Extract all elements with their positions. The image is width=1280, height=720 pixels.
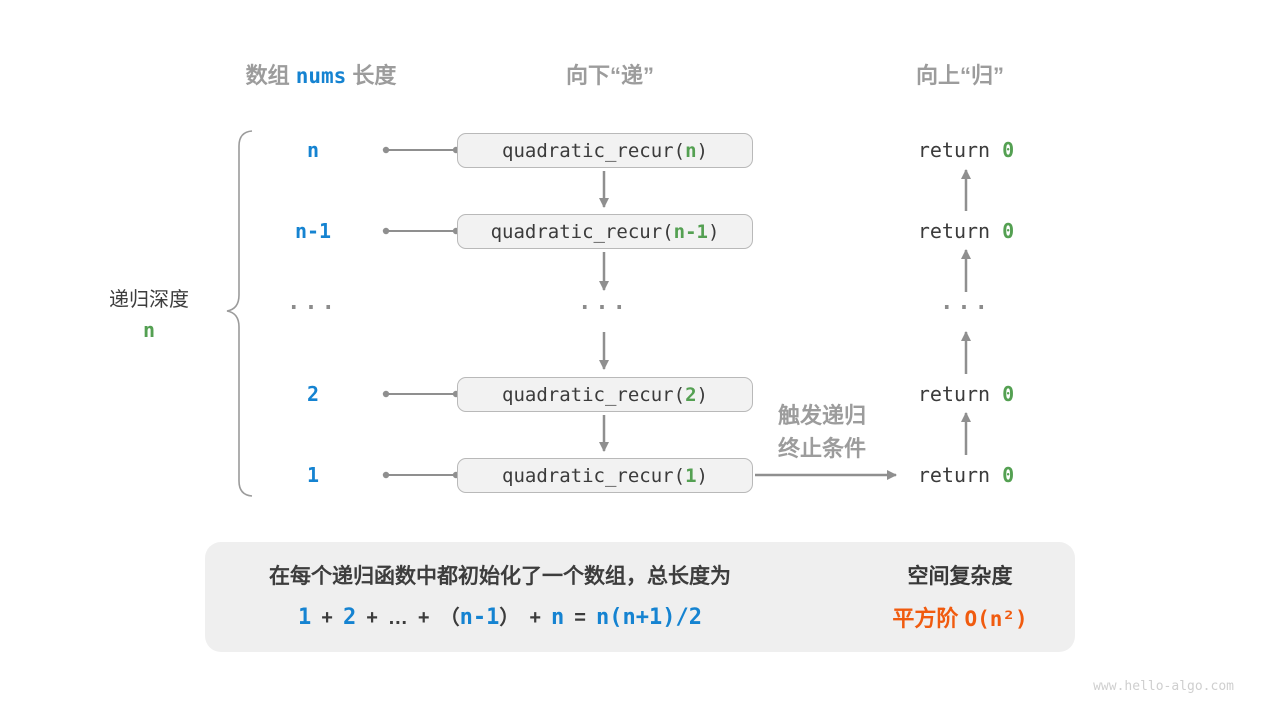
watermark: www.hello-algo.com xyxy=(1093,679,1234,694)
nums-code: nums xyxy=(295,64,347,88)
connector-dots xyxy=(382,146,460,479)
depth-label: n-1 xyxy=(294,219,332,243)
header-recurse: 向下“递” xyxy=(565,63,655,88)
depth-ellipsis: ... xyxy=(287,290,339,315)
base-case-label-line2: 终止条件 xyxy=(777,436,867,461)
header-return: 向上“归” xyxy=(915,63,1005,88)
return-statement: return 0 xyxy=(917,219,1015,243)
space-complexity-title: 空间复杂度 xyxy=(907,565,1013,588)
call-box: quadratic_recur(n) xyxy=(457,133,753,168)
summary-formula: 1+2+…+（n-1）+n=n(n+1)/2 xyxy=(298,605,702,630)
header-array-length: 数组 nums 长度 xyxy=(245,63,397,88)
space-complexity-result: 平方阶 O(n²) xyxy=(892,606,1028,631)
depth-label: 2 xyxy=(306,382,320,406)
return-statement: return 0 xyxy=(917,463,1015,487)
call-box: quadratic_recur(n-1) xyxy=(457,214,753,249)
base-case-label-line1: 触发递归 xyxy=(777,403,867,428)
summary-sentence: 在每个递归函数中都初始化了一个数组，总长度为 xyxy=(269,565,731,588)
recursion-depth-value: n xyxy=(142,318,156,342)
return-statement: return 0 xyxy=(917,138,1015,162)
call-box: quadratic_recur(2) xyxy=(457,377,753,412)
call-box: quadratic_recur(1) xyxy=(457,458,753,493)
return-ellipsis: ... xyxy=(940,290,992,315)
depth-label: n xyxy=(306,138,320,162)
recursion-depth-label: 递归深度 xyxy=(109,289,189,311)
depth-label: 1 xyxy=(306,463,320,487)
connector-lines xyxy=(386,149,456,476)
summary-box xyxy=(205,542,1075,652)
left-brace-icon xyxy=(226,130,253,497)
return-statement: return 0 xyxy=(917,382,1015,406)
call-ellipsis: ... xyxy=(578,290,630,315)
